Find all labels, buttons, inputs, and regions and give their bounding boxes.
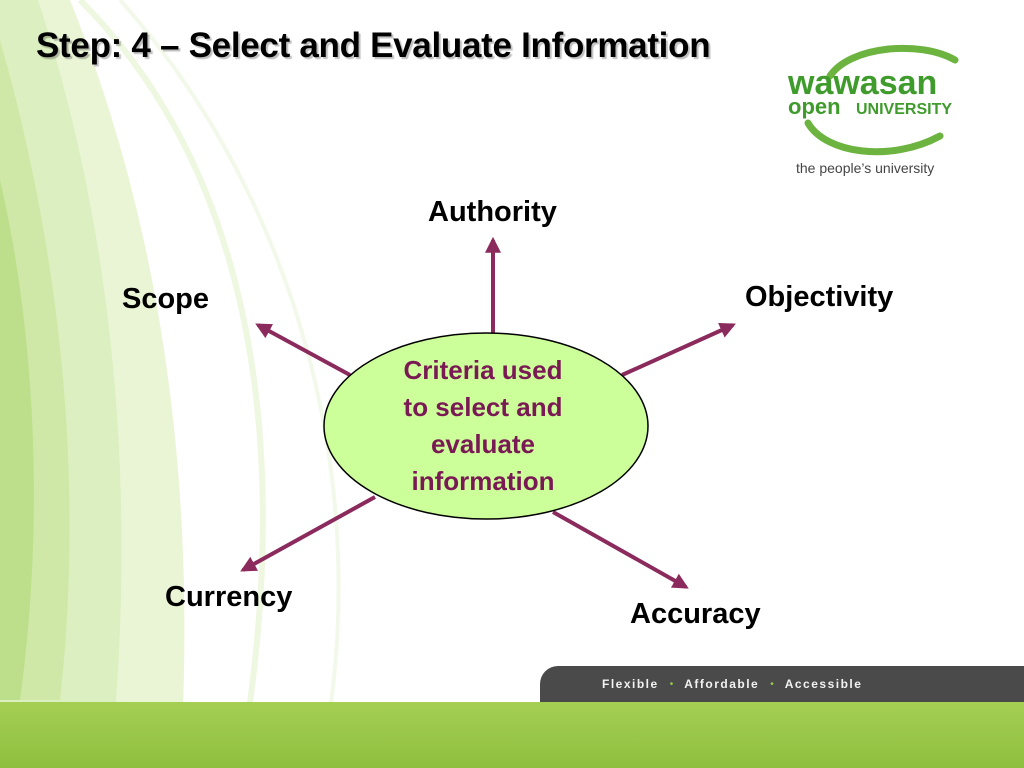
center-line-1: Criteria used bbox=[403, 355, 563, 385]
slogan-separator-dot: • bbox=[770, 678, 774, 690]
slogan-flexible: Flexible bbox=[602, 677, 659, 691]
center-line-4: information bbox=[411, 466, 555, 496]
slogan-separator-dot: • bbox=[669, 678, 674, 690]
criterion-accuracy: Accuracy bbox=[630, 598, 761, 630]
logo-word-university: UNIVERSITY bbox=[856, 101, 952, 118]
center-criteria-text: Criteria used to select and evaluate inf… bbox=[328, 352, 638, 500]
logo-word-open: open bbox=[788, 94, 841, 119]
criterion-currency: Currency bbox=[165, 581, 293, 613]
slogan-affordable: Affordable bbox=[684, 677, 760, 691]
logo-word-wawasan: wawasan bbox=[787, 64, 937, 102]
slogan-accessible: Accessible bbox=[784, 677, 863, 691]
center-ellipse bbox=[323, 332, 649, 520]
arrow-currency bbox=[240, 495, 376, 572]
arrow-accuracy bbox=[552, 510, 689, 589]
criterion-authority: Authority bbox=[428, 196, 557, 228]
footer-band bbox=[0, 702, 1024, 768]
slogan-bar: Flexible • Affordable • Accessible bbox=[540, 666, 1024, 702]
center-line-2: to select and bbox=[403, 392, 563, 422]
logo-tagline: the people’s university bbox=[796, 160, 935, 176]
wawasan-logo: wawasan open UNIVERSITY bbox=[787, 44, 959, 156]
center-line-3: evaluate bbox=[430, 429, 536, 459]
criterion-objectivity: Objectivity bbox=[745, 281, 894, 313]
criterion-scope: Scope bbox=[122, 283, 210, 315]
slide-title: Step: 4 – Select and Evaluate Informatio… bbox=[36, 26, 711, 65]
arrow-objectivity bbox=[621, 322, 736, 377]
arrow-scope bbox=[255, 323, 351, 377]
